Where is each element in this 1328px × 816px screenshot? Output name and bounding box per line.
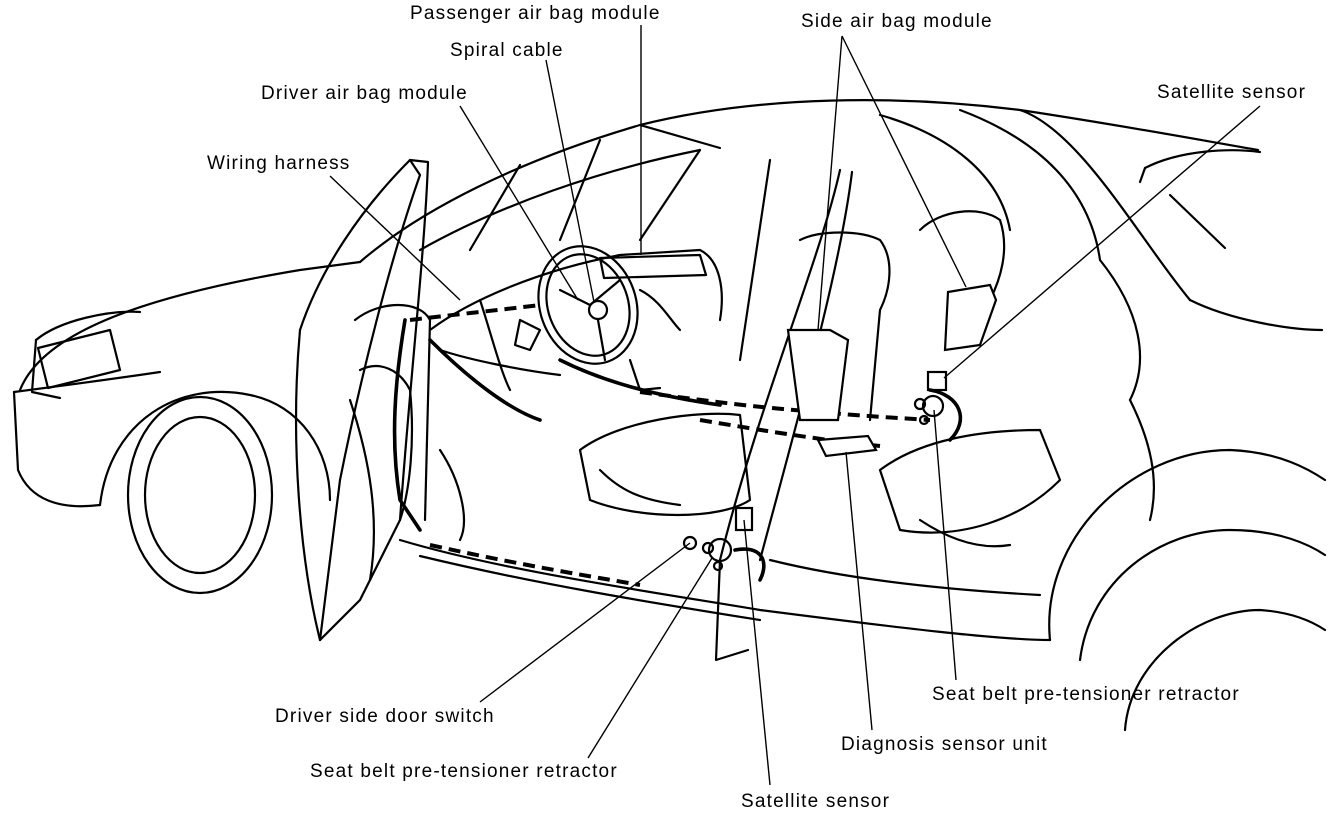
leader-pretensioner-left (587, 557, 713, 759)
label-diagnosis-sensor-unit: Diagnosis sensor unit (841, 734, 1048, 755)
leader-satellite-sensor-right (943, 105, 1261, 379)
label-seat-belt-pretensioner-right: Seat belt pre-tensioner retractor (932, 684, 1240, 705)
label-driver-air-bag-module: Driver air bag module (261, 83, 468, 104)
label-passenger-air-bag-module: Passenger air bag module (410, 3, 661, 24)
label-spiral-cable: Spiral cable (450, 40, 564, 61)
label-satellite-sensor-bottom: Satellite sensor (741, 791, 891, 812)
leader-side-air-bag-2 (841, 35, 967, 288)
label-driver-side-door-switch: Driver side door switch (275, 706, 495, 727)
seats (578, 210, 1062, 548)
leader-diagnosis-sensor (845, 451, 873, 731)
label-seat-belt-pretensioner-left: Seat belt pre-tensioner retractor (310, 761, 618, 782)
leader-spiral-cable (545, 59, 595, 303)
leader-pretensioner-right (933, 409, 957, 681)
leader-satellite-sensor-bottom (743, 519, 771, 786)
leader-lines (329, 25, 1261, 786)
leader-side-air-bag-1 (817, 35, 843, 331)
driver-door (294, 158, 432, 642)
car-body (12, 99, 1327, 732)
label-wiring-harness: Wiring harness (207, 153, 351, 174)
label-side-air-bag-module: Side air bag module (801, 11, 993, 32)
leader-wiring-harness (329, 175, 461, 301)
dashboard (409, 245, 931, 542)
leader-driver-air-bag (459, 105, 579, 301)
label-satellite-sensor-right: Satellite sensor (1157, 82, 1307, 103)
components (682, 370, 963, 582)
leader-door-switch (479, 542, 691, 703)
